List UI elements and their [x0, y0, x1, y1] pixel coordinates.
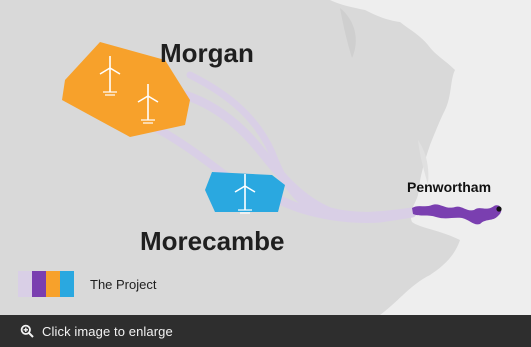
label-morgan: Morgan — [160, 38, 254, 68]
cable-corridors — [146, 71, 417, 223]
land-mass — [330, 0, 531, 315]
project-map[interactable]: Morgan Morecambe Penwortham The Project — [0, 0, 531, 315]
zoom-in-icon — [20, 324, 34, 338]
legend-swatch-morgan — [46, 271, 60, 297]
label-penwortham: Penwortham — [407, 179, 491, 195]
cable-route-morgan-east — [186, 71, 324, 216]
enlarge-caption-text: Click image to enlarge — [42, 323, 173, 339]
onshore-cable-route — [412, 204, 502, 225]
estuary-shadow — [340, 8, 356, 58]
legend: The Project — [18, 271, 157, 297]
legend-swatch-morecambe — [60, 271, 74, 297]
enlarge-caption-bar[interactable]: Click image to enlarge — [0, 315, 531, 347]
legend-swatch-onshore — [32, 271, 46, 297]
label-morecambe: Morecambe — [140, 226, 285, 256]
coast-shadow — [418, 140, 429, 185]
legend-label: The Project — [90, 277, 157, 292]
cable-route-morecambe — [275, 195, 417, 223]
substation-marker[interactable] — [496, 206, 502, 212]
legend-swatch-corridor — [18, 271, 32, 297]
morgan-area[interactable] — [62, 42, 190, 137]
